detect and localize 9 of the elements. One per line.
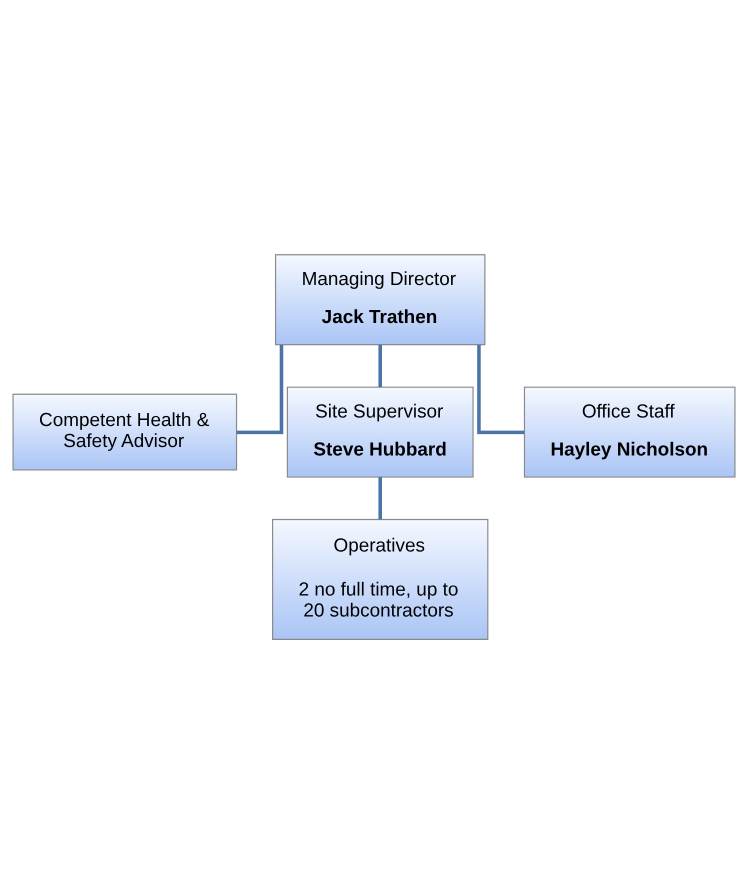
node-box: Site Supervisor Steve Hubbard (286, 386, 474, 478)
node-box: Office Staff Hayley Nicholson (524, 386, 736, 478)
connector (477, 344, 524, 434)
connector (236, 344, 284, 434)
connector (378, 477, 382, 520)
node-box: Operatives 2 no full time, up to 20 subcontractors (272, 518, 488, 640)
node-box: Competent Health & Safety Advisor (12, 394, 238, 471)
connector (378, 344, 382, 388)
node-box: Managing Director Jack Trathen (274, 254, 486, 346)
